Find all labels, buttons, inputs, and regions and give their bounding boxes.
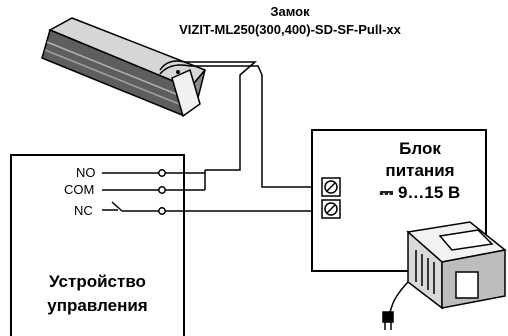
psu-title-line1: Блок: [399, 139, 441, 158]
connection-wires: [165, 170, 322, 212]
lock-cable: [159, 60, 322, 188]
relay-contacts: [102, 169, 166, 215]
terminal-label-no: NO: [76, 165, 96, 180]
power-adapter-icon: [382, 221, 507, 330]
controller-title-line1: Устройство: [49, 272, 146, 291]
lock-icon: [41, 17, 207, 118]
psu-title-line2: питания: [385, 161, 455, 180]
dc-symbol-icon: ⎓: [379, 183, 394, 202]
controller-title: Устройство управления: [11, 270, 184, 318]
lock-title-line1: Замок: [270, 4, 310, 19]
controller-box: [10, 154, 185, 336]
psu-title: Блок питания ⎓ 9…15 В: [360, 138, 480, 204]
terminal-label-com: COM: [64, 182, 95, 197]
psu-voltage-row: ⎓ 9…15 В: [360, 182, 480, 204]
lock-title-line2: VIZIT-ML250(300,400)-SD-SF-Pull-xx: [179, 22, 401, 37]
lock-title: Замок VIZIT-ML250(300,400)-SD-SF-Pull-xx: [150, 4, 430, 37]
psu-terminals: [321, 177, 341, 219]
terminal-label-nc: NC: [74, 203, 93, 218]
psu-voltage: 9…15 В: [397, 183, 461, 202]
controller-title-line2: управления: [47, 296, 148, 315]
